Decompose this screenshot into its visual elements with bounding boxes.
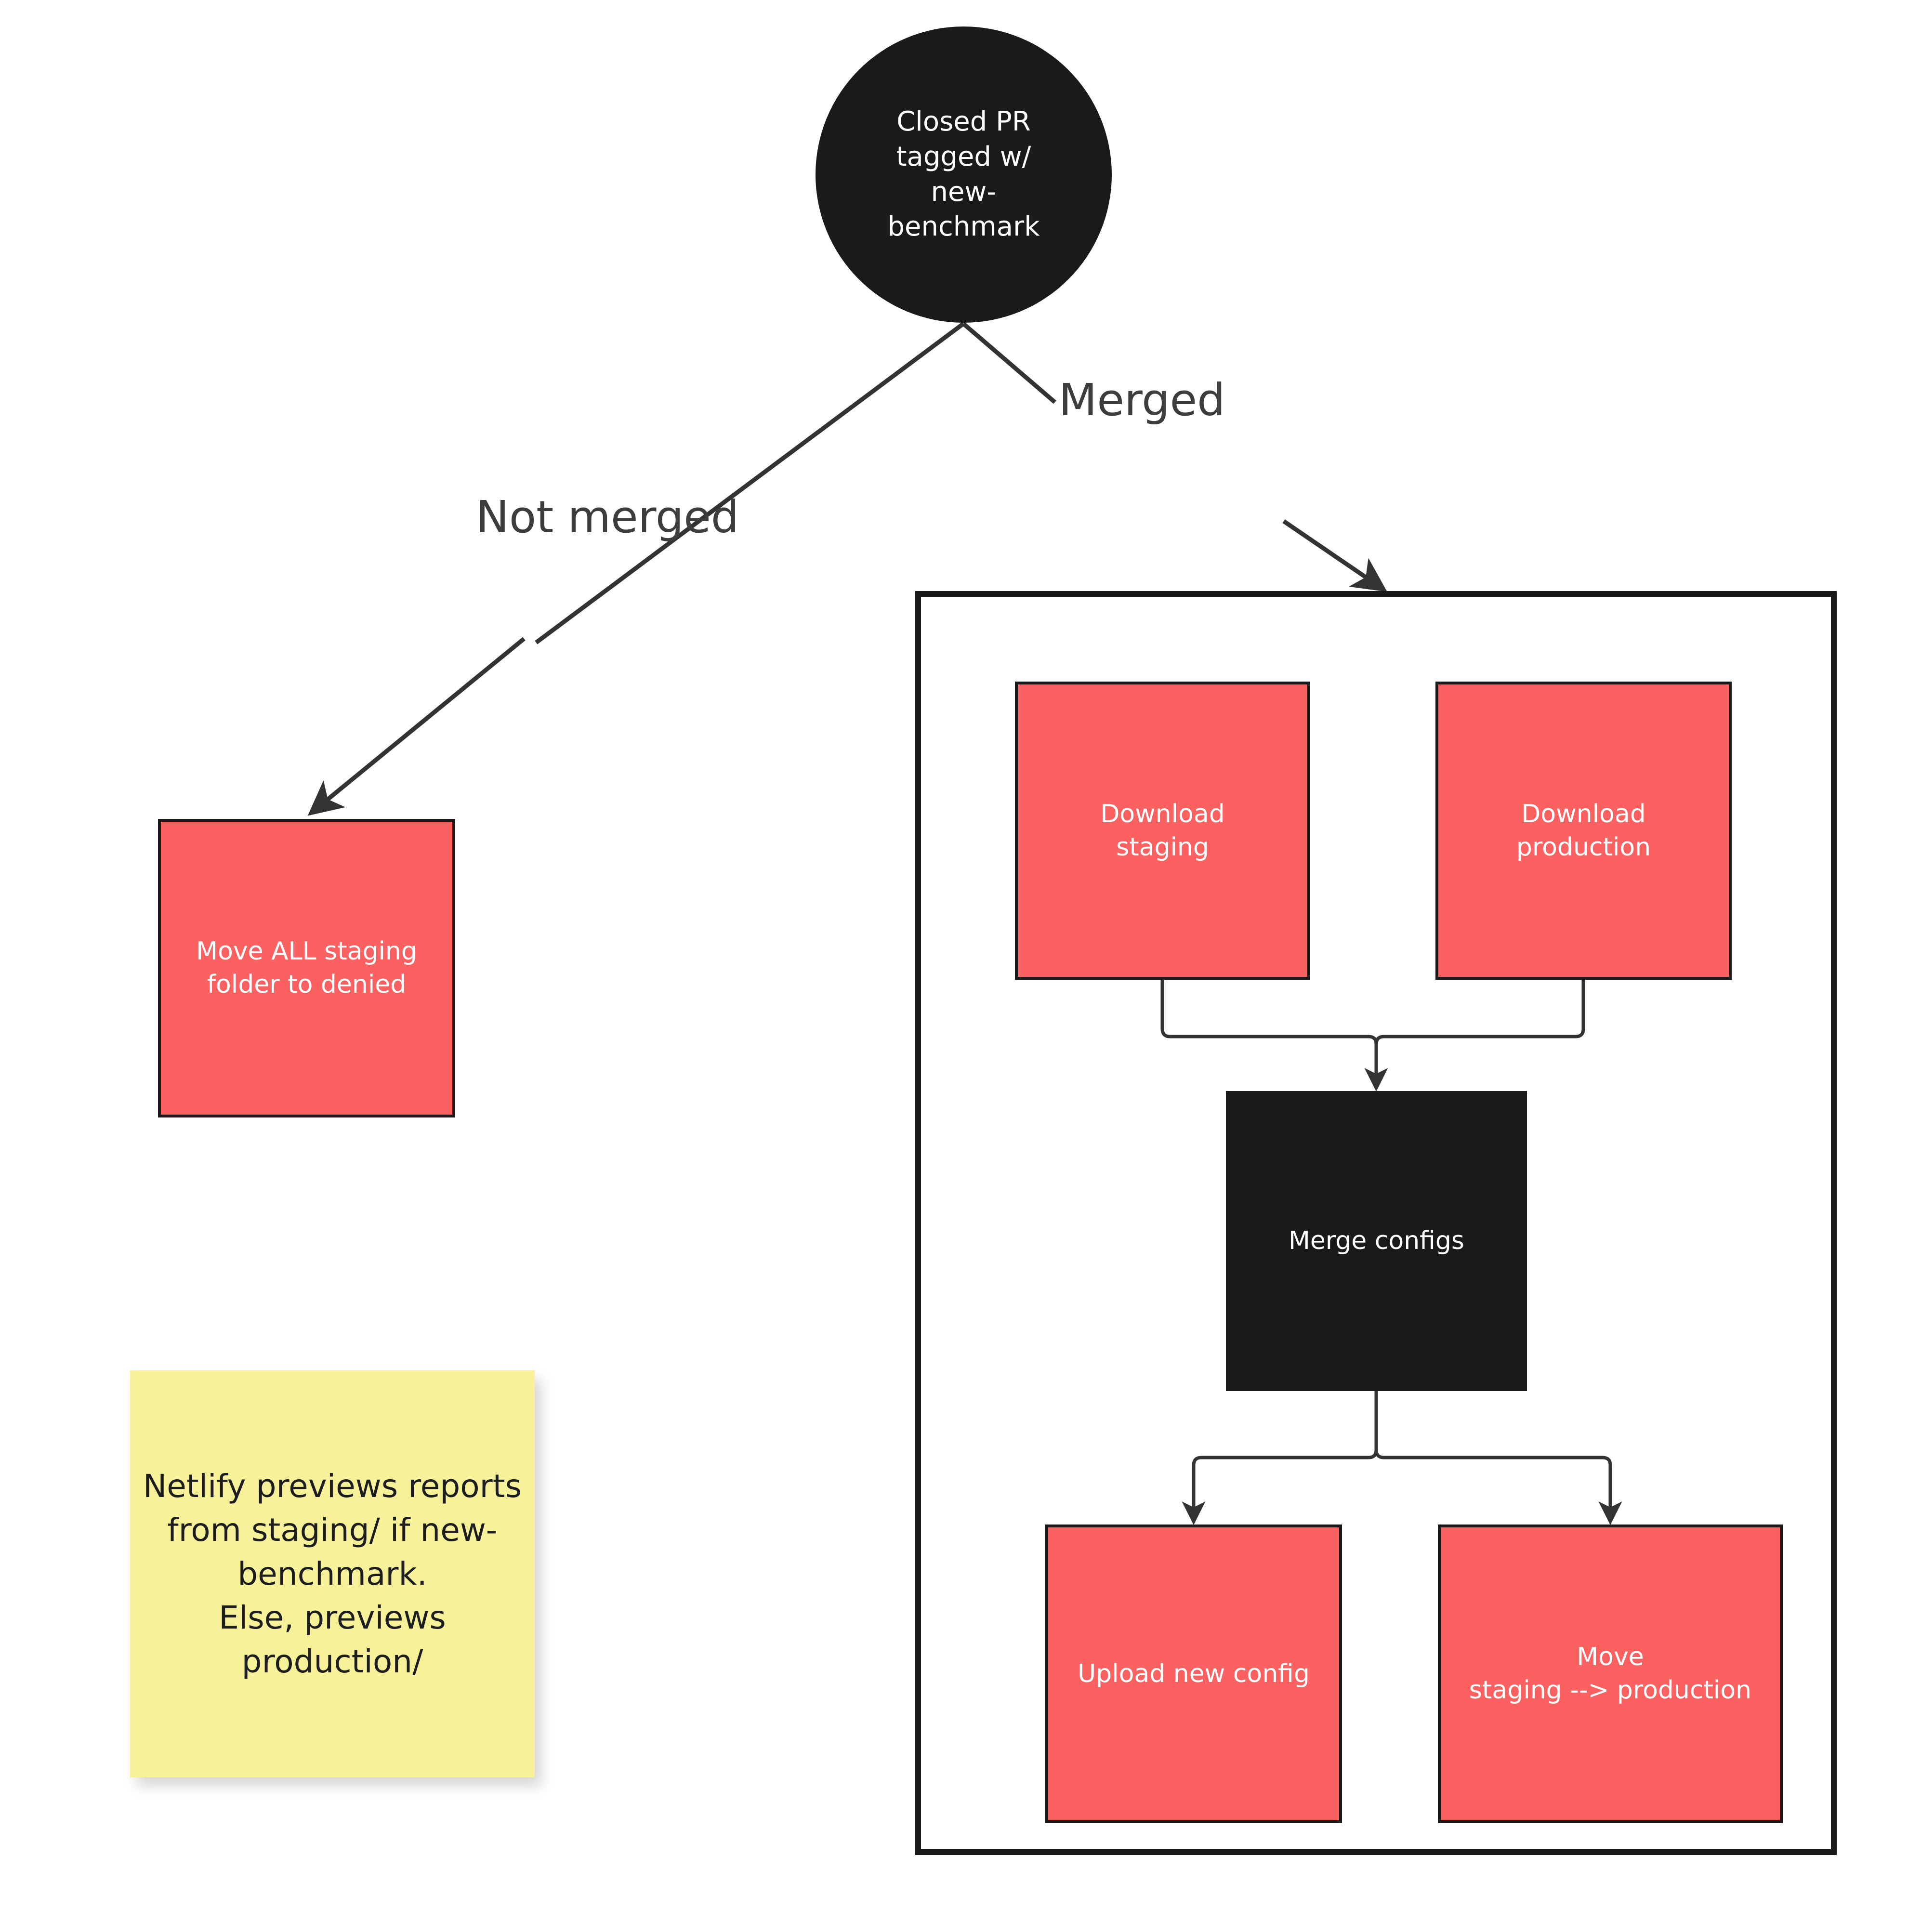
node-download-staging-label: Download staging bbox=[1100, 799, 1225, 862]
node-merge-configs-label: Merge configs bbox=[1288, 1226, 1465, 1256]
node-move-all-staging-to-denied[interactable]: Move ALL staging folder to denied bbox=[158, 819, 455, 1117]
edge-merged-to-container bbox=[1282, 519, 1387, 592]
node-move-all-staging-to-denied-label: Move ALL staging folder to denied bbox=[196, 937, 417, 999]
node-upload-new-config-label: Upload new config bbox=[1078, 1659, 1310, 1688]
node-download-production[interactable]: Download production bbox=[1435, 682, 1732, 980]
edge-label-merged: Merged bbox=[1059, 374, 1225, 426]
sticky-note-text: Netlify previews reports from staging/ i… bbox=[143, 1467, 522, 1681]
node-upload-new-config[interactable]: Upload new config bbox=[1045, 1525, 1342, 1823]
merged-branch-container bbox=[915, 591, 1837, 1855]
node-move-staging-to-production-label: Move staging --> production bbox=[1469, 1643, 1752, 1705]
start-node-label: Closed PR tagged w/ new- benchmark bbox=[887, 105, 1040, 243]
node-download-staging[interactable]: Download staging bbox=[1015, 682, 1310, 980]
node-move-staging-to-production[interactable]: Move staging --> production bbox=[1438, 1525, 1783, 1823]
start-node-closed-pr[interactable]: Closed PR tagged w/ new- benchmark bbox=[816, 26, 1112, 323]
node-download-production-label: Download production bbox=[1516, 799, 1651, 862]
edge-label-not-merged: Not merged bbox=[476, 491, 739, 543]
edge-not-merged-to-move-all-staging bbox=[307, 637, 526, 816]
sticky-note-netlify-previews: Netlify previews reports from staging/ i… bbox=[130, 1370, 535, 1777]
edge-start-to-not-merged-a bbox=[535, 322, 965, 644]
node-merge-configs[interactable]: Merge configs bbox=[1226, 1091, 1527, 1391]
edge-start-to-merged-a bbox=[962, 322, 1056, 404]
